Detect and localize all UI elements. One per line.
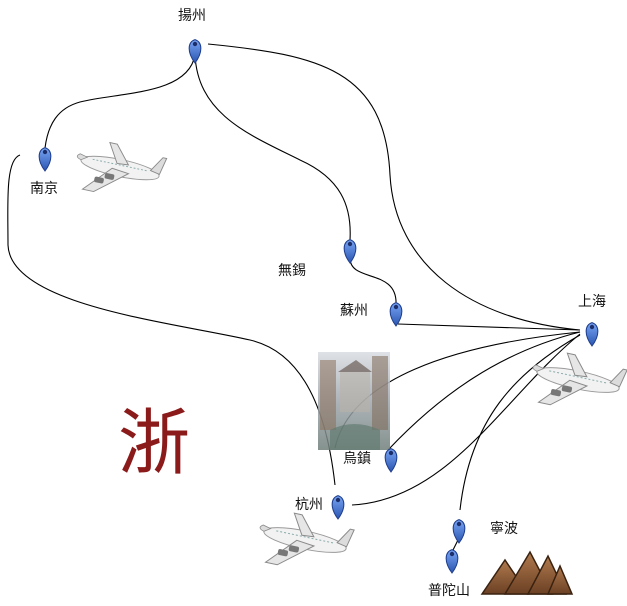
city-label-ningbo[interactable]: 寧波 bbox=[490, 520, 518, 537]
airplane-icon bbox=[525, 346, 627, 420]
location-pins[interactable] bbox=[38, 39, 599, 574]
city-label-nanjing[interactable]: 南京 bbox=[30, 181, 58, 197]
location-pin-icon[interactable] bbox=[452, 519, 466, 544]
route-yangzhou-wuxi bbox=[194, 54, 351, 241]
route-yangzhou-shanghai bbox=[207, 43, 581, 331]
city-label-wuxi[interactable]: 無錫 bbox=[278, 263, 306, 279]
location-pin-icon[interactable] bbox=[445, 549, 459, 574]
route-lines bbox=[7, 43, 581, 553]
city-label-hangzhou[interactable]: 杭州 bbox=[295, 497, 323, 513]
water-town-photo bbox=[318, 352, 390, 450]
route-shanghai-ningbo bbox=[459, 334, 581, 511]
city-labels: 揚州 南京 無錫 蘇州 上海 烏鎮 杭州 寧波 普陀山 bbox=[30, 7, 606, 599]
location-pin-icon[interactable] bbox=[331, 495, 345, 520]
mountain-icon bbox=[480, 550, 574, 595]
city-label-yangzhou[interactable]: 揚州 bbox=[178, 7, 206, 24]
city-label-putuoshan[interactable]: 普陀山 bbox=[428, 583, 470, 599]
location-pin-icon[interactable] bbox=[585, 322, 599, 347]
location-pin-icon[interactable] bbox=[188, 39, 202, 64]
location-pin-icon[interactable] bbox=[389, 302, 403, 327]
city-label-shanghai[interactable]: 上海 bbox=[578, 294, 606, 310]
route-suzhou-shanghai bbox=[397, 323, 581, 331]
city-label-wuzhen[interactable]: 烏鎮 bbox=[343, 450, 371, 467]
airplane-icon bbox=[252, 506, 356, 580]
route-wuzhen-shanghai bbox=[387, 331, 581, 451]
route-wuxi-suzhou bbox=[349, 257, 397, 306]
route-yangzhou-nanjing bbox=[44, 54, 196, 149]
route-shanghai-hangzhou-b bbox=[351, 333, 581, 506]
route-nanjing-hangzhou bbox=[7, 154, 336, 486]
province-emblem: 浙 bbox=[118, 401, 190, 485]
location-pin-icon[interactable] bbox=[38, 147, 52, 172]
city-label-suzhou[interactable]: 蘇州 bbox=[340, 303, 368, 319]
airplane-icon bbox=[70, 136, 168, 206]
location-pin-icon[interactable] bbox=[384, 448, 398, 473]
location-pin-icon[interactable] bbox=[343, 239, 357, 264]
